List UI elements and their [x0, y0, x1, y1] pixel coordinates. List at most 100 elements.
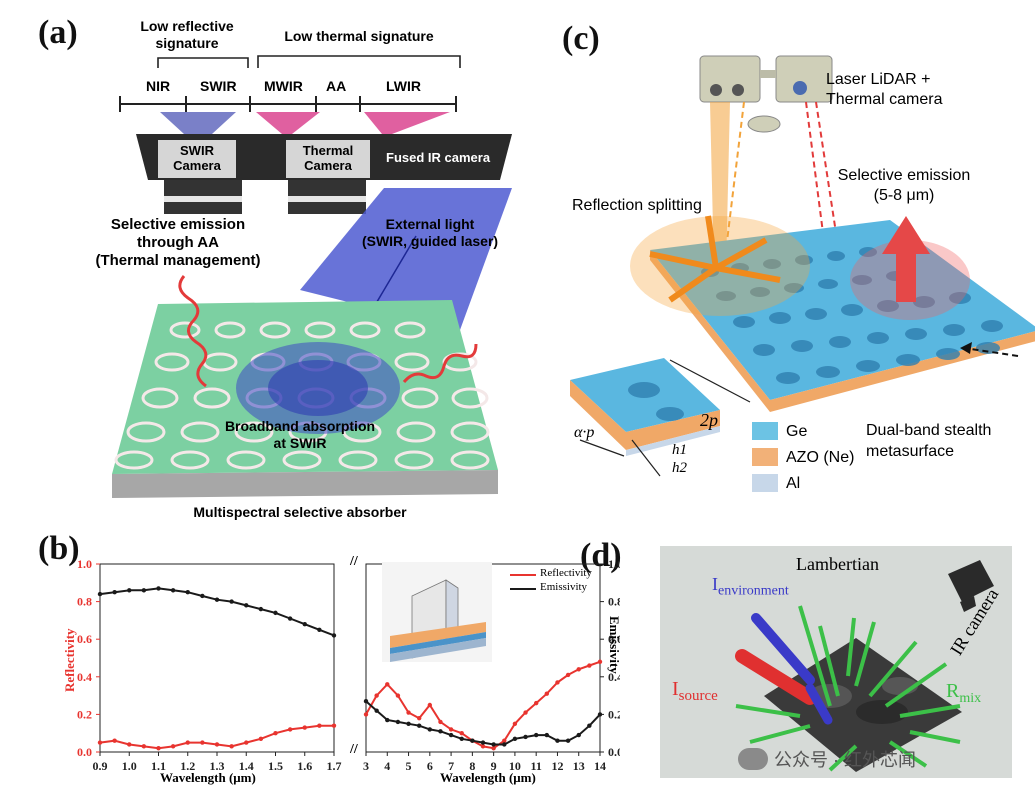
emissivity-point — [480, 740, 486, 745]
emissivity-point — [523, 734, 528, 740]
h2-label: h2 — [672, 460, 687, 476]
low-reflective-signature-label: Low reflective signature — [140, 18, 234, 51]
legend-label-azo: AZO (Ne) — [786, 449, 855, 466]
reflectivity-point — [491, 746, 496, 751]
panel-c-label: (c) — [562, 20, 600, 57]
reflectivity-point — [480, 744, 486, 749]
x-tick-label-right: 13 — [573, 759, 585, 773]
emissivity-point — [395, 719, 401, 725]
emissivity-point — [363, 699, 369, 704]
x-tick-label-right: 12 — [551, 759, 563, 773]
panel-b-label: (b) — [38, 530, 80, 567]
emissivity-point — [127, 588, 132, 593]
emissivity-point — [587, 723, 592, 728]
emissivity-point — [448, 732, 454, 738]
reflectivity-point — [576, 667, 581, 672]
reflectivity-point — [112, 738, 117, 743]
emissivity-point — [533, 732, 539, 738]
band-lwir: LWIR — [386, 78, 421, 94]
reflectivity-point — [302, 725, 307, 730]
band-swir: SWIR — [200, 78, 237, 94]
emissivity-point — [427, 727, 433, 732]
emissivity-point — [470, 738, 475, 743]
i-source-sub: source — [678, 688, 718, 704]
emissivity-point — [438, 729, 443, 734]
broadband-absorption-label: Broadband absorption at SWIR — [224, 418, 376, 451]
x-tick-label-left: 1.6 — [297, 759, 312, 773]
h1-label: h1 — [672, 442, 687, 458]
x-tick-label-right: 11 — [531, 759, 542, 773]
x-tick-label-left: 1.1 — [151, 759, 166, 773]
x-tick-label-left: 1.3 — [210, 759, 225, 773]
absorber-caption: Multispectral selective absorber — [193, 504, 407, 520]
reflectivity-point — [258, 736, 264, 742]
emissivity-point — [170, 588, 176, 593]
reflectivity-point — [170, 744, 176, 749]
xlabel-left: Wavelength (μm) — [160, 770, 256, 785]
emissivity-point — [200, 593, 205, 599]
emissivity-point — [331, 633, 337, 638]
x-tick-label-left: 1.2 — [180, 759, 195, 773]
x-tick-label-right: 10 — [509, 759, 521, 773]
reflectivity-point — [185, 740, 190, 745]
band-nir: NIR — [146, 78, 171, 94]
emissivity-point — [544, 732, 550, 738]
x-tick-label-right: 3 — [363, 759, 369, 773]
reflectivity-point — [406, 710, 411, 715]
x-tick-label-right: 14 — [594, 759, 606, 773]
band-aa: AA — [326, 78, 347, 94]
reflectivity-point — [363, 712, 369, 717]
reflectivity-point — [200, 740, 205, 745]
dimension-2p: 2p — [700, 410, 718, 430]
y-tick-label-right: 0.0 — [608, 745, 620, 759]
x-tick-label-right: 5 — [406, 759, 412, 773]
y-tick-label-left: 0.6 — [77, 632, 92, 646]
x-tick-label-left: 0.9 — [93, 759, 108, 773]
legend-swatch-ge — [752, 422, 778, 440]
reflectivity-point — [244, 740, 249, 745]
legend-label-al: Al — [786, 475, 801, 492]
i-source-main: I — [672, 678, 679, 700]
reflectivity-point — [544, 691, 550, 696]
xlabel-right: Wavelength (μm) — [440, 770, 536, 785]
legend-swatch-azo — [752, 448, 778, 466]
reflectivity-point — [416, 715, 422, 721]
x-tick-label-left: 1.4 — [239, 759, 254, 773]
i-environment-sub: environment — [718, 583, 789, 599]
emissivity-point — [156, 586, 161, 591]
stealth-label: Dual-band stealth metasurface — [866, 422, 992, 460]
emissivity-point — [214, 597, 220, 602]
reflectivity-point — [502, 738, 507, 743]
reflectivity-point — [317, 723, 322, 728]
reflectivity-point — [214, 742, 220, 747]
emissivity-point — [244, 603, 249, 608]
r-mix-sub: mix — [959, 691, 982, 706]
x-tick-label-right: 4 — [384, 759, 390, 773]
external-light-label: External light (SWIR, guided laser) — [361, 216, 499, 249]
reflectivity-point — [395, 693, 401, 698]
y-tick-label-right: 0.8 — [608, 595, 620, 609]
emissivity-point — [317, 627, 322, 632]
reflectivity-point — [427, 702, 433, 708]
emissivity-point — [374, 708, 379, 713]
reflectivity-point — [385, 682, 390, 687]
legend-label-ge: Ge — [786, 423, 808, 440]
panel-a-label: (a) — [38, 14, 78, 51]
panel-d-label: (d) — [580, 537, 622, 574]
reflectivity-point — [512, 721, 518, 726]
reflectivity-point — [565, 672, 571, 678]
emissivity-point — [112, 590, 117, 595]
emissivity-point — [258, 606, 264, 612]
reflectivity-point — [374, 693, 379, 698]
y-tick-label-left: 1.0 — [77, 557, 92, 571]
i-source-label: Isource — [672, 678, 718, 705]
x-tick-label-left: 1.5 — [268, 759, 283, 773]
reflectivity-point — [273, 731, 278, 736]
emissivity-series-line-left — [99, 587, 335, 637]
i-environment-main: I — [712, 574, 718, 594]
y-tick-label-right: 1.0 — [608, 557, 620, 571]
low-thermal-signature-label: Low thermal signature — [284, 28, 434, 44]
y-tick-label-right: 0.4 — [608, 670, 620, 684]
emissivity-point — [565, 738, 571, 743]
